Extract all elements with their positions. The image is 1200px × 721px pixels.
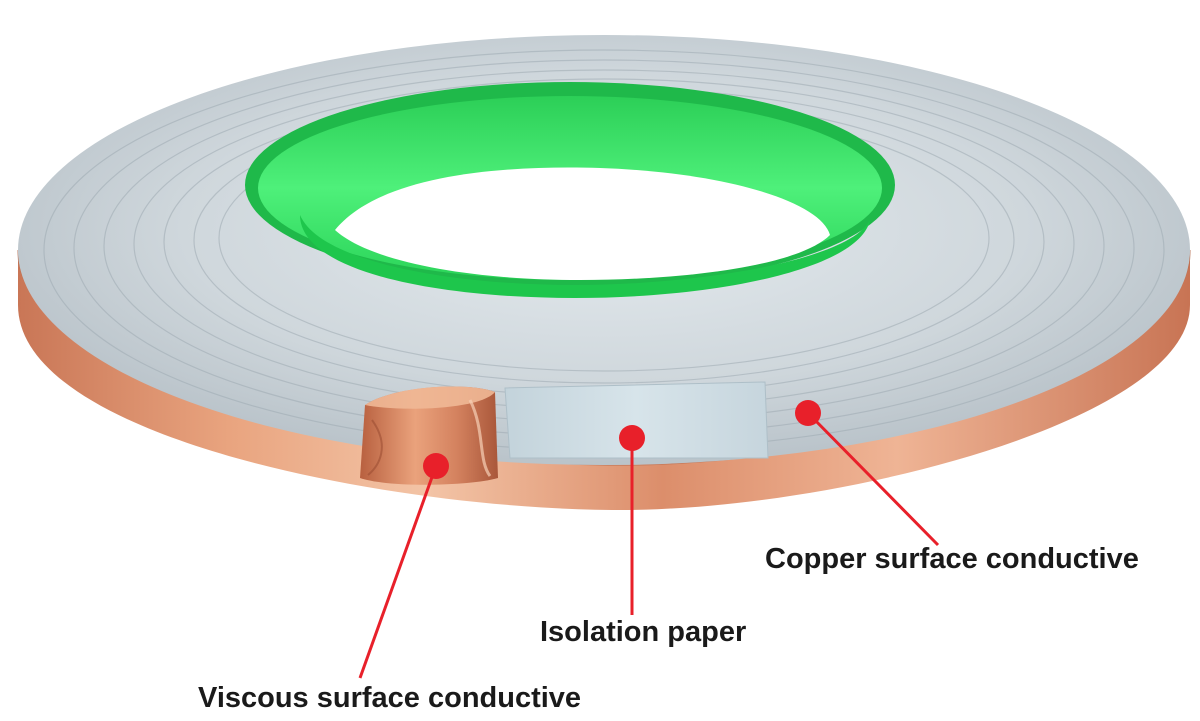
isolation-paper-label: Isolation paper — [540, 616, 747, 648]
copper-leader-line — [806, 411, 940, 547]
red-dot-icon — [619, 425, 645, 451]
copper-surface-label: Copper surface conductive — [765, 543, 1139, 575]
viscous-leader-line — [358, 465, 438, 679]
red-dot-icon — [423, 453, 449, 479]
viscous-surface-label: Viscous surface conductive — [198, 682, 582, 714]
red-dot-icon — [795, 400, 821, 426]
roll-core — [245, 82, 895, 298]
peeled-copper-flap — [360, 386, 498, 485]
isolation-paper-strip — [504, 381, 769, 459]
leader-lines — [358, 411, 940, 679]
marker-dots — [423, 400, 821, 479]
